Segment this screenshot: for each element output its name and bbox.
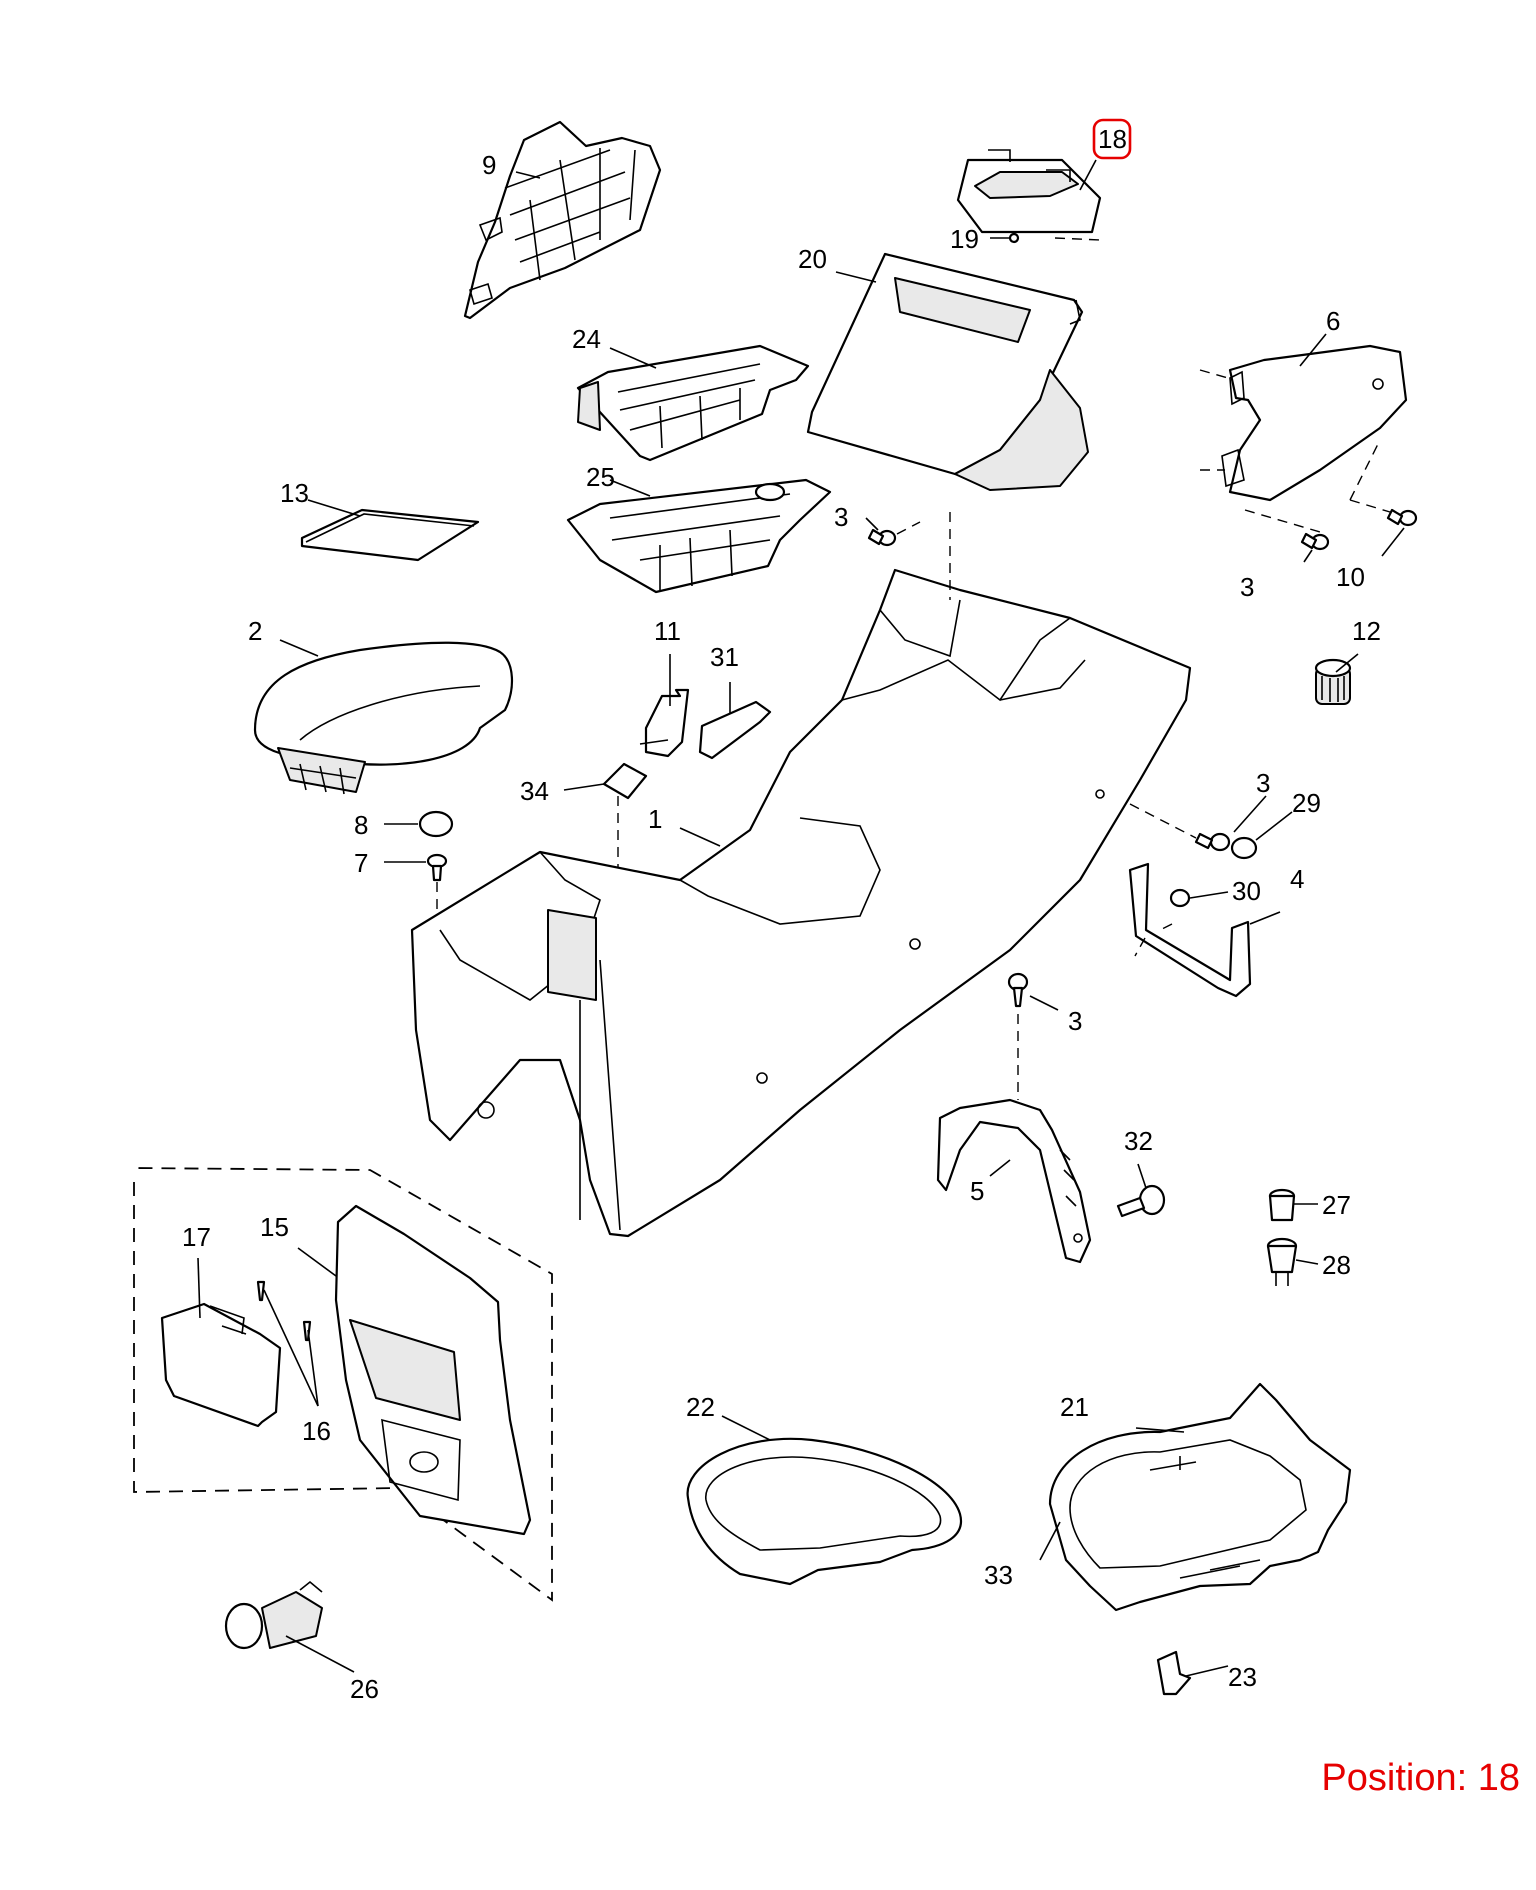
callout-22: 22: [686, 1392, 715, 1422]
callout-24: 24: [572, 324, 601, 354]
callout-10: 10: [1336, 562, 1365, 592]
part-3-screw-c: [1129, 803, 1258, 860]
callout-27: 27: [1322, 1190, 1351, 1220]
callout-32: 32: [1124, 1126, 1153, 1156]
part-19-screw: [990, 232, 1020, 244]
part-1-console-body: [410, 568, 1192, 1238]
callout-labels: 9 18 19 20 6 24 13 25 3 3 10 2 11 31 12 …: [182, 124, 1381, 1704]
callout-11: 11: [654, 616, 681, 646]
part-13-pad: [300, 508, 480, 562]
callout-1: 1: [648, 804, 662, 834]
part-10-screw: [1386, 508, 1418, 527]
callout-18: 18: [1098, 124, 1127, 154]
callout-4: 4: [1290, 864, 1304, 894]
callout-3-b: 3: [1240, 572, 1254, 602]
part-4-bracket: [1128, 862, 1252, 998]
callout-34: 34: [520, 776, 549, 806]
callout-20: 20: [798, 244, 827, 274]
callout-2: 2: [248, 616, 262, 646]
part-18-switch-housing: [956, 149, 1102, 241]
part-25-lower-tray: [566, 478, 832, 594]
part-11-bracket: [639, 688, 690, 758]
part-27-plug: [1268, 1188, 1296, 1222]
part-2-armrest-lid: [253, 641, 514, 795]
part-15-front-panel: [334, 1204, 532, 1536]
callout-8: 8: [354, 810, 368, 840]
callout-21: 21: [1060, 1392, 1089, 1422]
part-23-clip: [1156, 1650, 1192, 1696]
part-26-socket: [224, 1580, 323, 1650]
part-3-screw-b: [1300, 532, 1330, 551]
part-3-screw-d: [1007, 972, 1029, 1100]
part-16-screws: [256, 1280, 312, 1342]
callout-19: 19: [950, 224, 979, 254]
callout-23: 23: [1228, 1662, 1257, 1692]
callout-30: 30: [1232, 876, 1261, 906]
callout-3-c: 3: [1256, 768, 1270, 798]
position-label: Position: 18: [1321, 1757, 1520, 1799]
part-8-cap: [418, 810, 454, 838]
part-6-bracket: [1199, 344, 1408, 533]
part-31-clip: [698, 700, 772, 760]
callout-25: 25: [586, 462, 615, 492]
part-9-side-panel: [463, 120, 662, 320]
callout-9: 9: [482, 150, 496, 180]
callout-13: 13: [280, 478, 309, 508]
callout-3-a: 3: [834, 502, 848, 532]
callout-28: 28: [1322, 1250, 1351, 1280]
callout-5: 5: [970, 1176, 984, 1206]
callout-29: 29: [1292, 788, 1321, 818]
part-5-bracket: [936, 1098, 1092, 1264]
part-21-cupholder: [1048, 1382, 1352, 1612]
part-17-ashtray: [160, 1302, 282, 1428]
part-24-upper-tray: [576, 344, 810, 462]
callout-6: 6: [1326, 306, 1340, 336]
part-20-shift-surround: [806, 252, 1089, 491]
part-34-cover: [602, 762, 648, 880]
callout-7: 7: [354, 848, 368, 878]
leader-lines: [197, 159, 1405, 1677]
callout-15: 15: [260, 1212, 289, 1242]
callout-17: 17: [182, 1222, 211, 1252]
callout-33: 33: [984, 1560, 1013, 1590]
part-12-knob: [1314, 658, 1352, 705]
part-32-bolt: [1116, 1184, 1166, 1218]
part-3-screw-a: [867, 512, 951, 600]
callout-26: 26: [350, 1674, 379, 1704]
group-outline-15-17: [133, 1167, 553, 1602]
part-28-plug: [1266, 1237, 1298, 1286]
part-22-trim-ring: [686, 1437, 963, 1586]
callout-12: 12: [1352, 616, 1381, 646]
callout-16: 16: [302, 1416, 331, 1446]
callout-3-d: 3: [1068, 1006, 1082, 1036]
callout-31: 31: [710, 642, 739, 672]
callout-18-highlight: [1092, 118, 1132, 160]
